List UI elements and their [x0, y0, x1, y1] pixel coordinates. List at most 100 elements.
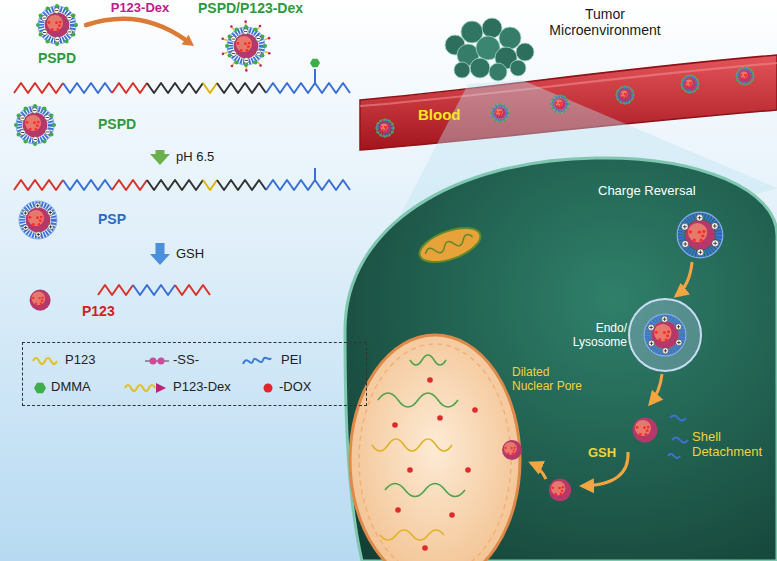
process-arrow [531, 463, 546, 479]
legend-label: -DOX [279, 380, 312, 395]
particle-node: PSPD/P123-Dex [194, 0, 307, 70]
particle-core [633, 418, 658, 443]
dmma-group [388, 119, 390, 121]
arrowhead [150, 154, 170, 165]
charge-sign [38, 233, 39, 236]
particle-core [554, 98, 565, 109]
dmma-group [555, 95, 557, 97]
dox-dot [646, 429, 649, 432]
charge-sign [648, 340, 654, 346]
dox-dot [248, 42, 251, 45]
charge-sign [697, 249, 704, 256]
dex-tip [268, 52, 271, 55]
p123-dex-icon [156, 383, 166, 393]
dox-dot [59, 21, 62, 24]
dmma-group [24, 107, 28, 111]
polymer-chain [266, 83, 350, 93]
dmma-group [392, 127, 394, 129]
dmma-group [43, 107, 47, 111]
dox-dot [560, 493, 563, 496]
dmma-group [685, 75, 687, 77]
dox-dot [702, 230, 705, 233]
charge-sign [44, 115, 50, 121]
dmma-group [55, 42, 59, 46]
dox-dot [510, 447, 512, 449]
dox-dot [35, 302, 37, 304]
dox-dot [36, 216, 39, 219]
nucleus-inner-membrane [359, 344, 511, 561]
pei-shell [553, 97, 567, 111]
dmma-group [748, 82, 750, 84]
edge-label: P123-Dex [111, 1, 170, 16]
dox-dot [557, 105, 559, 107]
charge-sign [46, 131, 49, 132]
charge-sign [46, 117, 49, 118]
charge-sign [45, 129, 51, 135]
charge-sign [68, 17, 71, 18]
particle-core [651, 321, 678, 348]
polymer-chain [112, 180, 147, 190]
legend-icon [31, 352, 61, 370]
connector-arrow [86, 19, 186, 40]
dmma-group [736, 71, 738, 73]
dox-dot [647, 426, 650, 429]
dox-dot [500, 111, 502, 113]
pei-shell [376, 119, 393, 136]
charge-sign [37, 204, 38, 207]
dox-dot [663, 331, 666, 334]
particle-core [739, 70, 750, 81]
particle-core [686, 80, 693, 87]
dox-dot [559, 105, 561, 107]
ss-icon [145, 360, 169, 362]
dmma-group [632, 94, 634, 96]
dox-dot [666, 334, 669, 337]
legend-icon [123, 379, 168, 397]
dmma-group [74, 23, 78, 27]
dmma-group [689, 74, 691, 76]
arrowhead [182, 35, 194, 46]
annotation-label: Blood [418, 106, 461, 123]
charge-sign [66, 15, 72, 21]
dna-strand [385, 484, 465, 497]
dox-dot [29, 128, 32, 131]
dox-dot [689, 85, 691, 87]
particle-core [379, 122, 390, 133]
shell-fragment [670, 416, 686, 421]
dox-dot [504, 447, 506, 449]
dmma-group [46, 7, 50, 11]
charge-sign [662, 316, 668, 322]
nanoparticle-icon [9, 99, 61, 151]
legend-icon [241, 352, 273, 370]
dox-dot [636, 426, 639, 429]
charge-sign [67, 29, 73, 35]
charge-sign [244, 31, 247, 32]
legend-swatch [264, 384, 273, 393]
polymer-chain [63, 83, 112, 93]
dmma-group [43, 139, 47, 143]
dmma-group [752, 75, 754, 77]
charge-sign [55, 37, 61, 43]
dox-dot [48, 21, 51, 24]
dox-dot [427, 377, 433, 383]
dmma-group [499, 120, 501, 122]
dmma-group [616, 90, 618, 92]
charge-sign [232, 53, 235, 54]
pei-shell [681, 216, 719, 254]
dmma-group [380, 119, 382, 121]
pei-shell [16, 106, 54, 144]
dox-dot [639, 433, 642, 436]
endosome [629, 299, 701, 371]
polymer-chain [133, 285, 175, 295]
dox-dot [246, 49, 249, 52]
particle-core [23, 113, 48, 138]
legend-swatch [34, 383, 46, 393]
dox-dot [37, 121, 40, 124]
dox-dot [552, 486, 555, 489]
particle-node: P123 [10, 265, 210, 325]
dox-dot [58, 24, 61, 27]
charge-sign [231, 36, 237, 42]
dox-dot [744, 77, 746, 79]
nanoparticle-icon [12, 194, 64, 246]
dmma-group [507, 112, 509, 114]
